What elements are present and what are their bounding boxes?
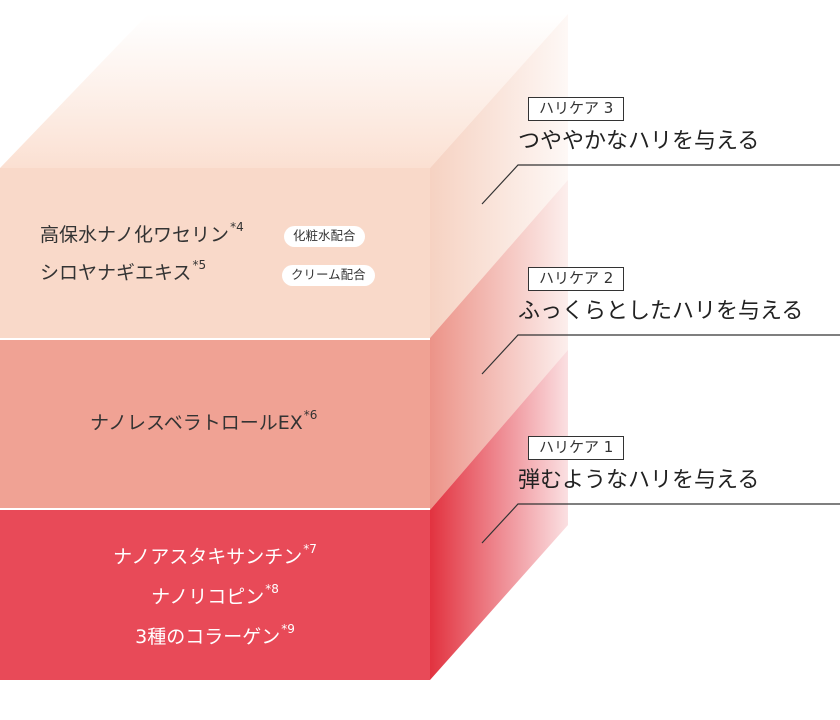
ingredient-line: 3種のコラーゲン*9 — [0, 623, 430, 648]
footnote-mark: *5 — [192, 258, 207, 272]
callout-line-1 — [481, 503, 840, 544]
ingredient-name: ナノリコピン — [151, 586, 265, 608]
layer-top-face — [0, 168, 430, 338]
ingredient-line: 高保水ナノ化ワセリン*4 — [40, 221, 244, 246]
callout-tag-2: ハリケア 2 — [528, 267, 625, 291]
footnote-mark: *8 — [265, 582, 279, 596]
cube-side-bottom — [430, 350, 568, 680]
callout-desc-1: 弾むようなハリを与える — [518, 468, 760, 493]
callout-tag-1: ハリケア 1 — [528, 436, 625, 460]
layer-bottom-face — [0, 510, 430, 680]
footnote-mark: *7 — [303, 542, 317, 556]
footnote-mark: *9 — [281, 622, 295, 636]
cube-side-middle — [430, 180, 568, 510]
ingredient-name: シロヤナギエキス — [40, 262, 192, 284]
cube-side-top — [430, 14, 568, 338]
callout-desc-3: つややかなハリを与える — [518, 129, 760, 154]
ingredient-line: シロヤナギエキス*5 — [40, 259, 206, 284]
ingredient-line: ナノアスタキサンチン*7 — [0, 543, 430, 568]
pill-lotion: 化粧水配合 — [284, 226, 365, 247]
callout-desc-2: ふっくらとしたハリを与える — [518, 299, 804, 324]
ingredient-name: 高保水ナノ化ワセリン — [40, 224, 230, 246]
footnote-mark: *6 — [303, 408, 318, 422]
cube-top-face — [0, 14, 568, 168]
ingredient-line: ナノレスベラトロールEX*6 — [90, 409, 317, 434]
callout-line-2 — [481, 334, 840, 375]
ingredient-name: ナノレスベラトロールEX — [90, 412, 303, 434]
footnote-mark: *4 — [230, 220, 244, 234]
ingredient-name: ナノアスタキサンチン — [113, 546, 303, 568]
layer-middle-face — [0, 340, 430, 508]
pill-cream: クリーム配合 — [282, 265, 375, 286]
callout-line-3 — [481, 164, 840, 205]
ingredient-line: ナノリコピン*8 — [0, 583, 430, 608]
ingredient-name: 3種のコラーゲン — [135, 626, 281, 648]
callout-tag-3: ハリケア 3 — [528, 97, 625, 121]
